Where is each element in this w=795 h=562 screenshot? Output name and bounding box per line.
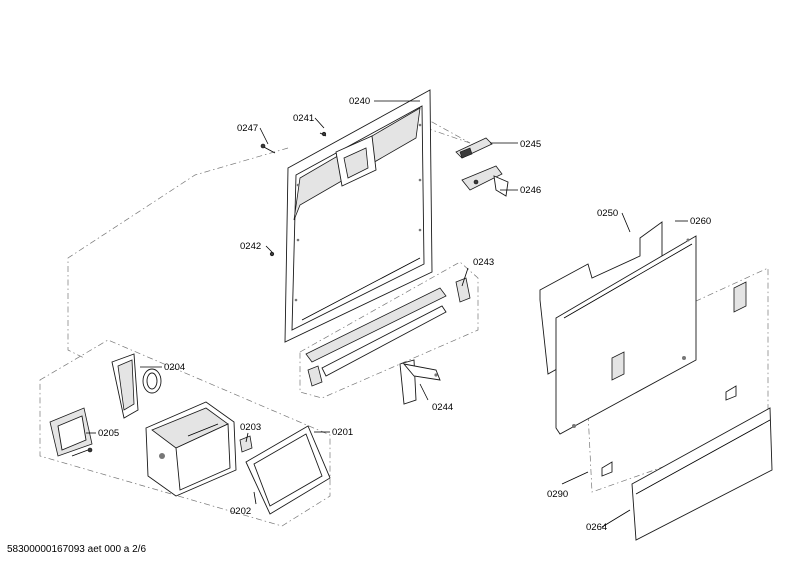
- leader-lines: [86, 100, 688, 528]
- label-0247: 0247: [237, 123, 258, 134]
- label-0240: 0240: [349, 96, 370, 107]
- label-0202: 0202: [230, 506, 251, 517]
- bracket-0244: [399, 359, 441, 405]
- label-0244: 0244: [432, 402, 453, 413]
- knob-0203: [239, 435, 253, 453]
- label-0250: 0250: [597, 208, 618, 219]
- screws: [260, 131, 327, 257]
- label-0243: 0243: [473, 257, 494, 268]
- hinge-brackets: [455, 137, 509, 197]
- frame-0202: [245, 425, 331, 515]
- front-panel-0260: [555, 235, 697, 435]
- control-unit: [145, 401, 237, 497]
- label-0201: 0201: [332, 427, 353, 438]
- diagram-footer-code: 58300000167093 aet 000 a 2/6: [7, 544, 146, 555]
- label-0264: 0264: [586, 522, 607, 533]
- label-0245: 0245: [520, 139, 541, 150]
- kick-plate-0264: [631, 407, 773, 541]
- clips-0290: [601, 281, 747, 477]
- label-0241: 0241: [293, 113, 314, 124]
- bottom-strip-0243: [305, 277, 471, 387]
- label-0260: 0260: [690, 216, 711, 227]
- handle-0204: [111, 353, 162, 419]
- label-0204: 0204: [164, 362, 185, 373]
- label-0290: 0290: [547, 489, 568, 500]
- label-0242: 0242: [240, 241, 261, 252]
- label-0205: 0205: [98, 428, 119, 439]
- module-0205: [49, 407, 93, 457]
- label-0246: 0246: [520, 185, 541, 196]
- part-labels: 0240 0241 0247 0245 0246 0242 0243 0244 …: [98, 96, 711, 533]
- label-0203: 0203: [240, 422, 261, 433]
- inner-door-0240: [284, 89, 433, 343]
